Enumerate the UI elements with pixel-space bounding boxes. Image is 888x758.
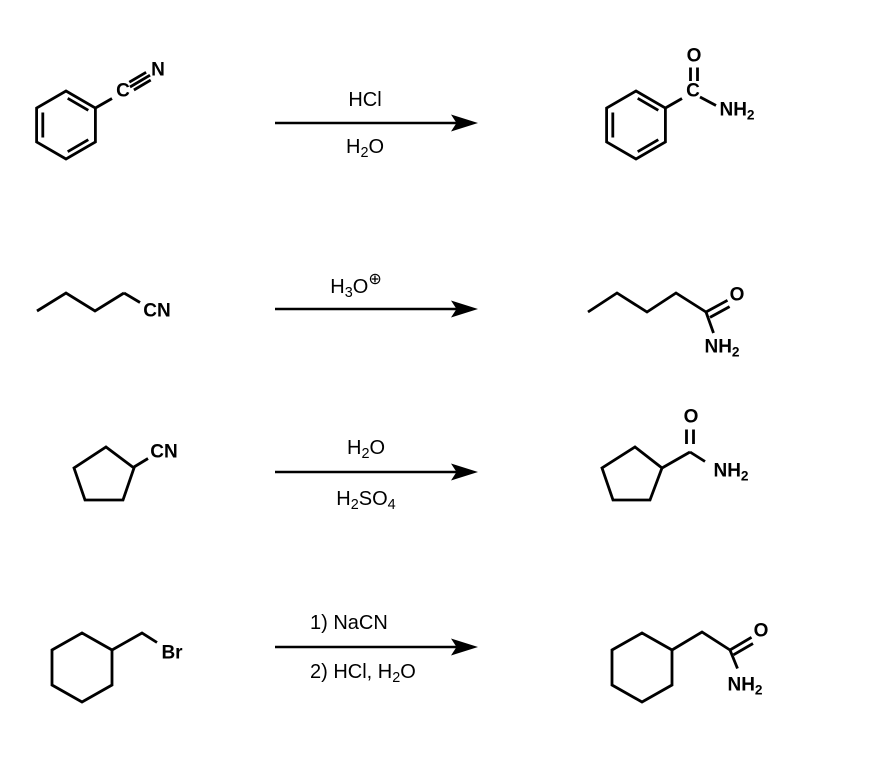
atom-label-br: Br xyxy=(161,642,183,664)
alkyl-chain xyxy=(671,630,731,652)
triple-bond-line xyxy=(133,78,152,92)
arrow-head xyxy=(451,114,478,132)
atom-label-o: O xyxy=(686,45,702,67)
alkyl-chain xyxy=(111,631,158,652)
arrow-head xyxy=(451,300,478,318)
bond xyxy=(133,457,149,469)
atom-label-nh2: NH2 xyxy=(713,460,749,484)
arrow-head xyxy=(451,463,478,481)
condition-below: H2O xyxy=(345,136,385,162)
alkyl-chain xyxy=(36,291,125,313)
cyclopentane-ring xyxy=(72,445,136,502)
structure-cyclohexylacetamide xyxy=(610,630,754,704)
reaction-arrow-1 xyxy=(275,114,478,132)
bond xyxy=(94,97,113,110)
cyclohexane-ring xyxy=(50,631,114,704)
triple-bond-line xyxy=(128,71,147,84)
structure-bromomethylcyclohexane xyxy=(50,631,158,704)
condition-below: 2) HCl, H2O xyxy=(310,661,416,687)
reaction-arrow-2 xyxy=(275,300,478,318)
condition-below: H2SO4 xyxy=(336,488,396,514)
carbonyl-double-bond xyxy=(709,305,731,319)
bond xyxy=(661,450,691,470)
alkyl-chain xyxy=(587,291,707,314)
atom-label-cn: CN xyxy=(143,300,171,322)
triple-bond-line xyxy=(129,73,151,89)
carbonyl-double-bond xyxy=(729,636,753,652)
atom-label-o: O xyxy=(729,284,745,306)
reaction-arrow-3 xyxy=(275,463,478,481)
structure-benzamide xyxy=(605,67,717,161)
bond xyxy=(699,95,717,107)
bond xyxy=(689,450,706,463)
atom-label-cn: CN xyxy=(150,441,178,463)
atom-label-c: C xyxy=(686,80,700,102)
atom-label-o: O xyxy=(683,406,699,428)
benzene-ring xyxy=(605,89,667,161)
double-bond-inner xyxy=(636,97,660,112)
structure-cyclopentanecarbonitrile xyxy=(72,445,149,502)
atom-label-nh2: NH2 xyxy=(727,674,763,698)
reaction-arrow-4 xyxy=(275,638,478,656)
bond xyxy=(704,311,715,334)
atom-label-o: O xyxy=(753,620,769,642)
structure-cyclopentanecarboxamide xyxy=(600,429,706,502)
carbonyl-double-bond xyxy=(705,299,729,314)
bond xyxy=(123,291,141,304)
structure-pentanenitrile xyxy=(36,291,141,313)
carbonyl-double-bond xyxy=(732,642,754,657)
double-bond-inner xyxy=(636,138,660,153)
arrow-head xyxy=(451,638,478,656)
condition-above: H3O⊕ xyxy=(330,271,382,302)
benzene-ring xyxy=(35,89,97,161)
cyclopentane-ring xyxy=(600,445,664,502)
bond xyxy=(728,649,739,670)
condition-above: 1) NaCN xyxy=(310,612,388,634)
double-bond-inner xyxy=(66,97,90,112)
double-bond-inner xyxy=(66,138,90,153)
atom-label-n: N xyxy=(151,59,165,81)
atom-label-nh2: NH2 xyxy=(719,99,755,123)
atom-label-nh2: NH2 xyxy=(704,336,740,360)
structure-pentanamide xyxy=(587,291,731,334)
bond xyxy=(664,97,683,110)
condition-above: H2O xyxy=(346,437,386,463)
atom-label-c: C xyxy=(116,80,130,102)
structure-benzonitrile xyxy=(35,71,152,161)
condition-above: HCl xyxy=(348,89,382,111)
cyclohexane-ring xyxy=(610,631,674,704)
